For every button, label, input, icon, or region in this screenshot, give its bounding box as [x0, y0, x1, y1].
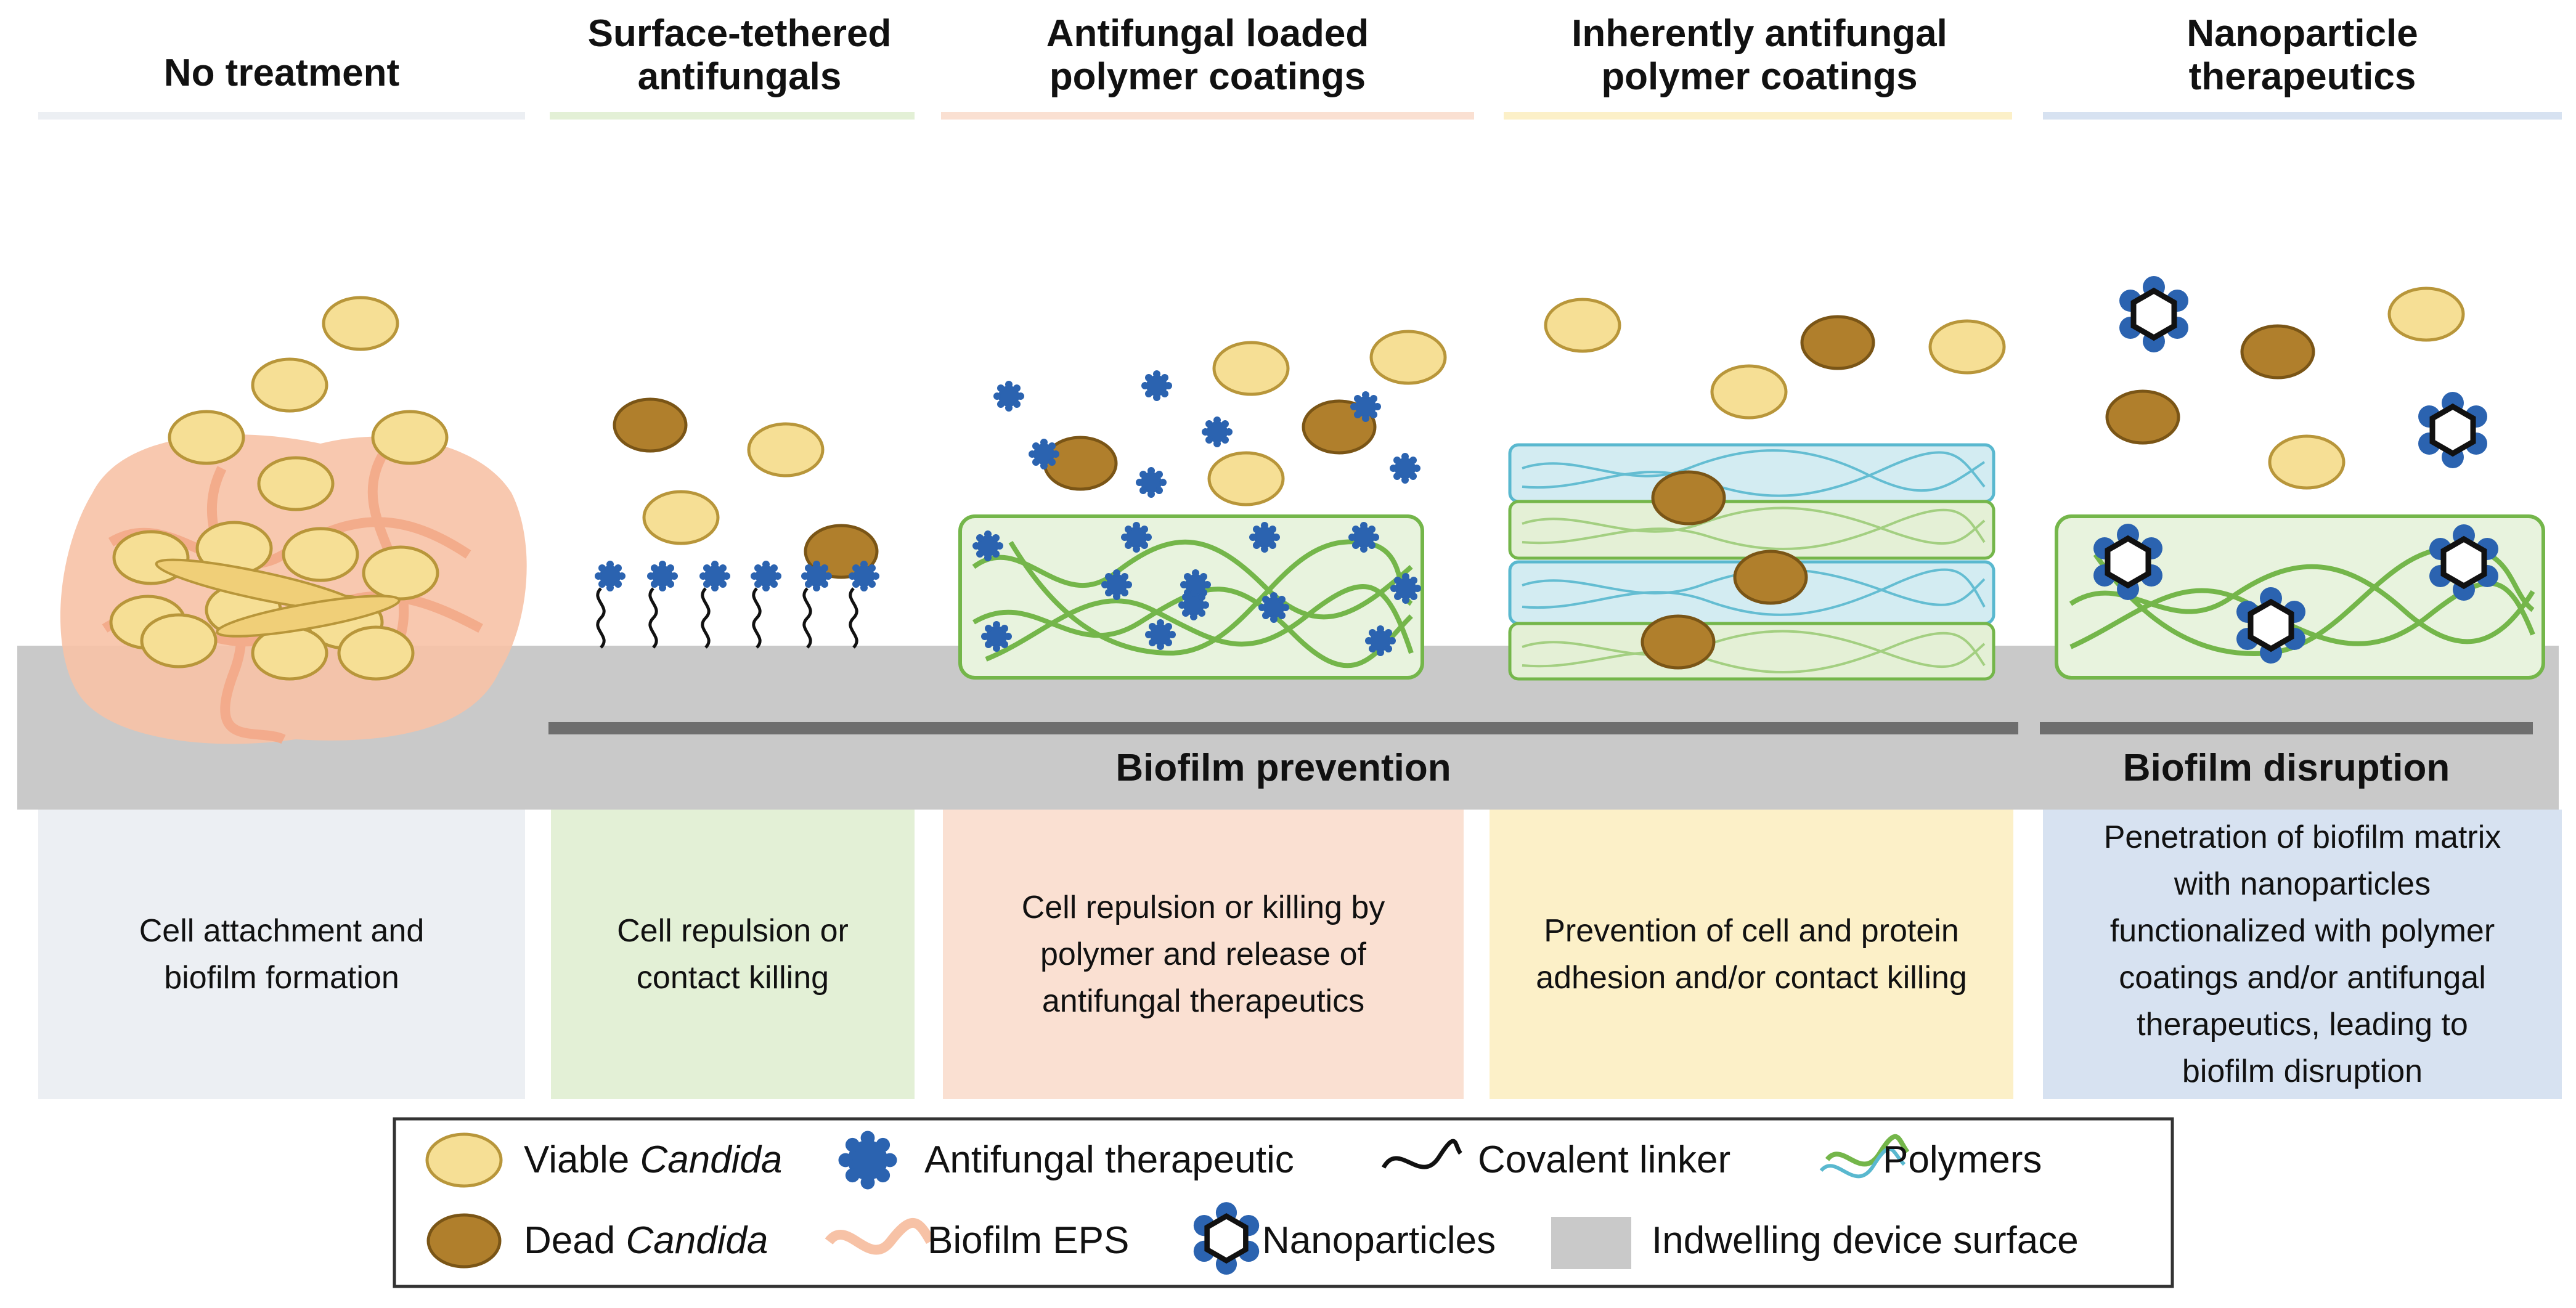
- column-title-antifungal-loaded: Antifungal loaded polymer coatings: [1046, 12, 1369, 98]
- legend-nanoparticles: Nanoparticles: [1262, 1219, 1496, 1262]
- legend-box: [393, 1117, 2174, 1288]
- legend-biofilm-eps: Biofilm EPS: [927, 1219, 1130, 1262]
- description-no-treatment: Cell attachment and biofilm formation: [139, 913, 425, 996]
- group-label-prevention: Biofilm prevention: [1115, 747, 1451, 789]
- column-title-nanoparticle: Nanoparticle therapeutics: [2187, 12, 2418, 98]
- legend-indwelling-device-surface: Indwelling device surface: [1652, 1219, 2079, 1262]
- no-treatment-illustration: [60, 298, 527, 744]
- description-surface-tethered: Cell repulsion or contact killing: [617, 913, 849, 996]
- column-title-surface-tethered: Surface-tethered antifungals: [587, 12, 892, 98]
- description-nanoparticle: Penetration of biofilm matrix with nanop…: [2103, 819, 2501, 1089]
- legend-viable-candida: Viable Candida: [524, 1139, 783, 1181]
- legend-covalent-linker: Covalent linker: [1478, 1139, 1731, 1181]
- legend-polymers: Polymers: [1883, 1139, 2042, 1181]
- nanoparticle-illustration: [2055, 276, 2545, 680]
- description-inherently-antifungal: Prevention of cell and protein adhesion …: [1536, 913, 1967, 996]
- legend-dead-candida: Dead Candida: [524, 1219, 768, 1262]
- inherent-coating-illustration: [1508, 299, 2004, 681]
- loaded-coating-illustration: [958, 331, 1445, 680]
- column-title-no-treatment: No treatment: [163, 52, 400, 94]
- legend-antifungal-therapeutic: Antifungal therapeutic: [924, 1139, 1294, 1181]
- description-antifungal-loaded: Cell repulsion or killing by polymer and…: [1021, 890, 1385, 1019]
- group-label-disruption: Biofilm disruption: [2122, 747, 2450, 789]
- surface-tethered-illustration: [595, 399, 879, 648]
- column-title-inherently-antifungal: Inherently antifungal polymer coatings: [1571, 12, 1947, 98]
